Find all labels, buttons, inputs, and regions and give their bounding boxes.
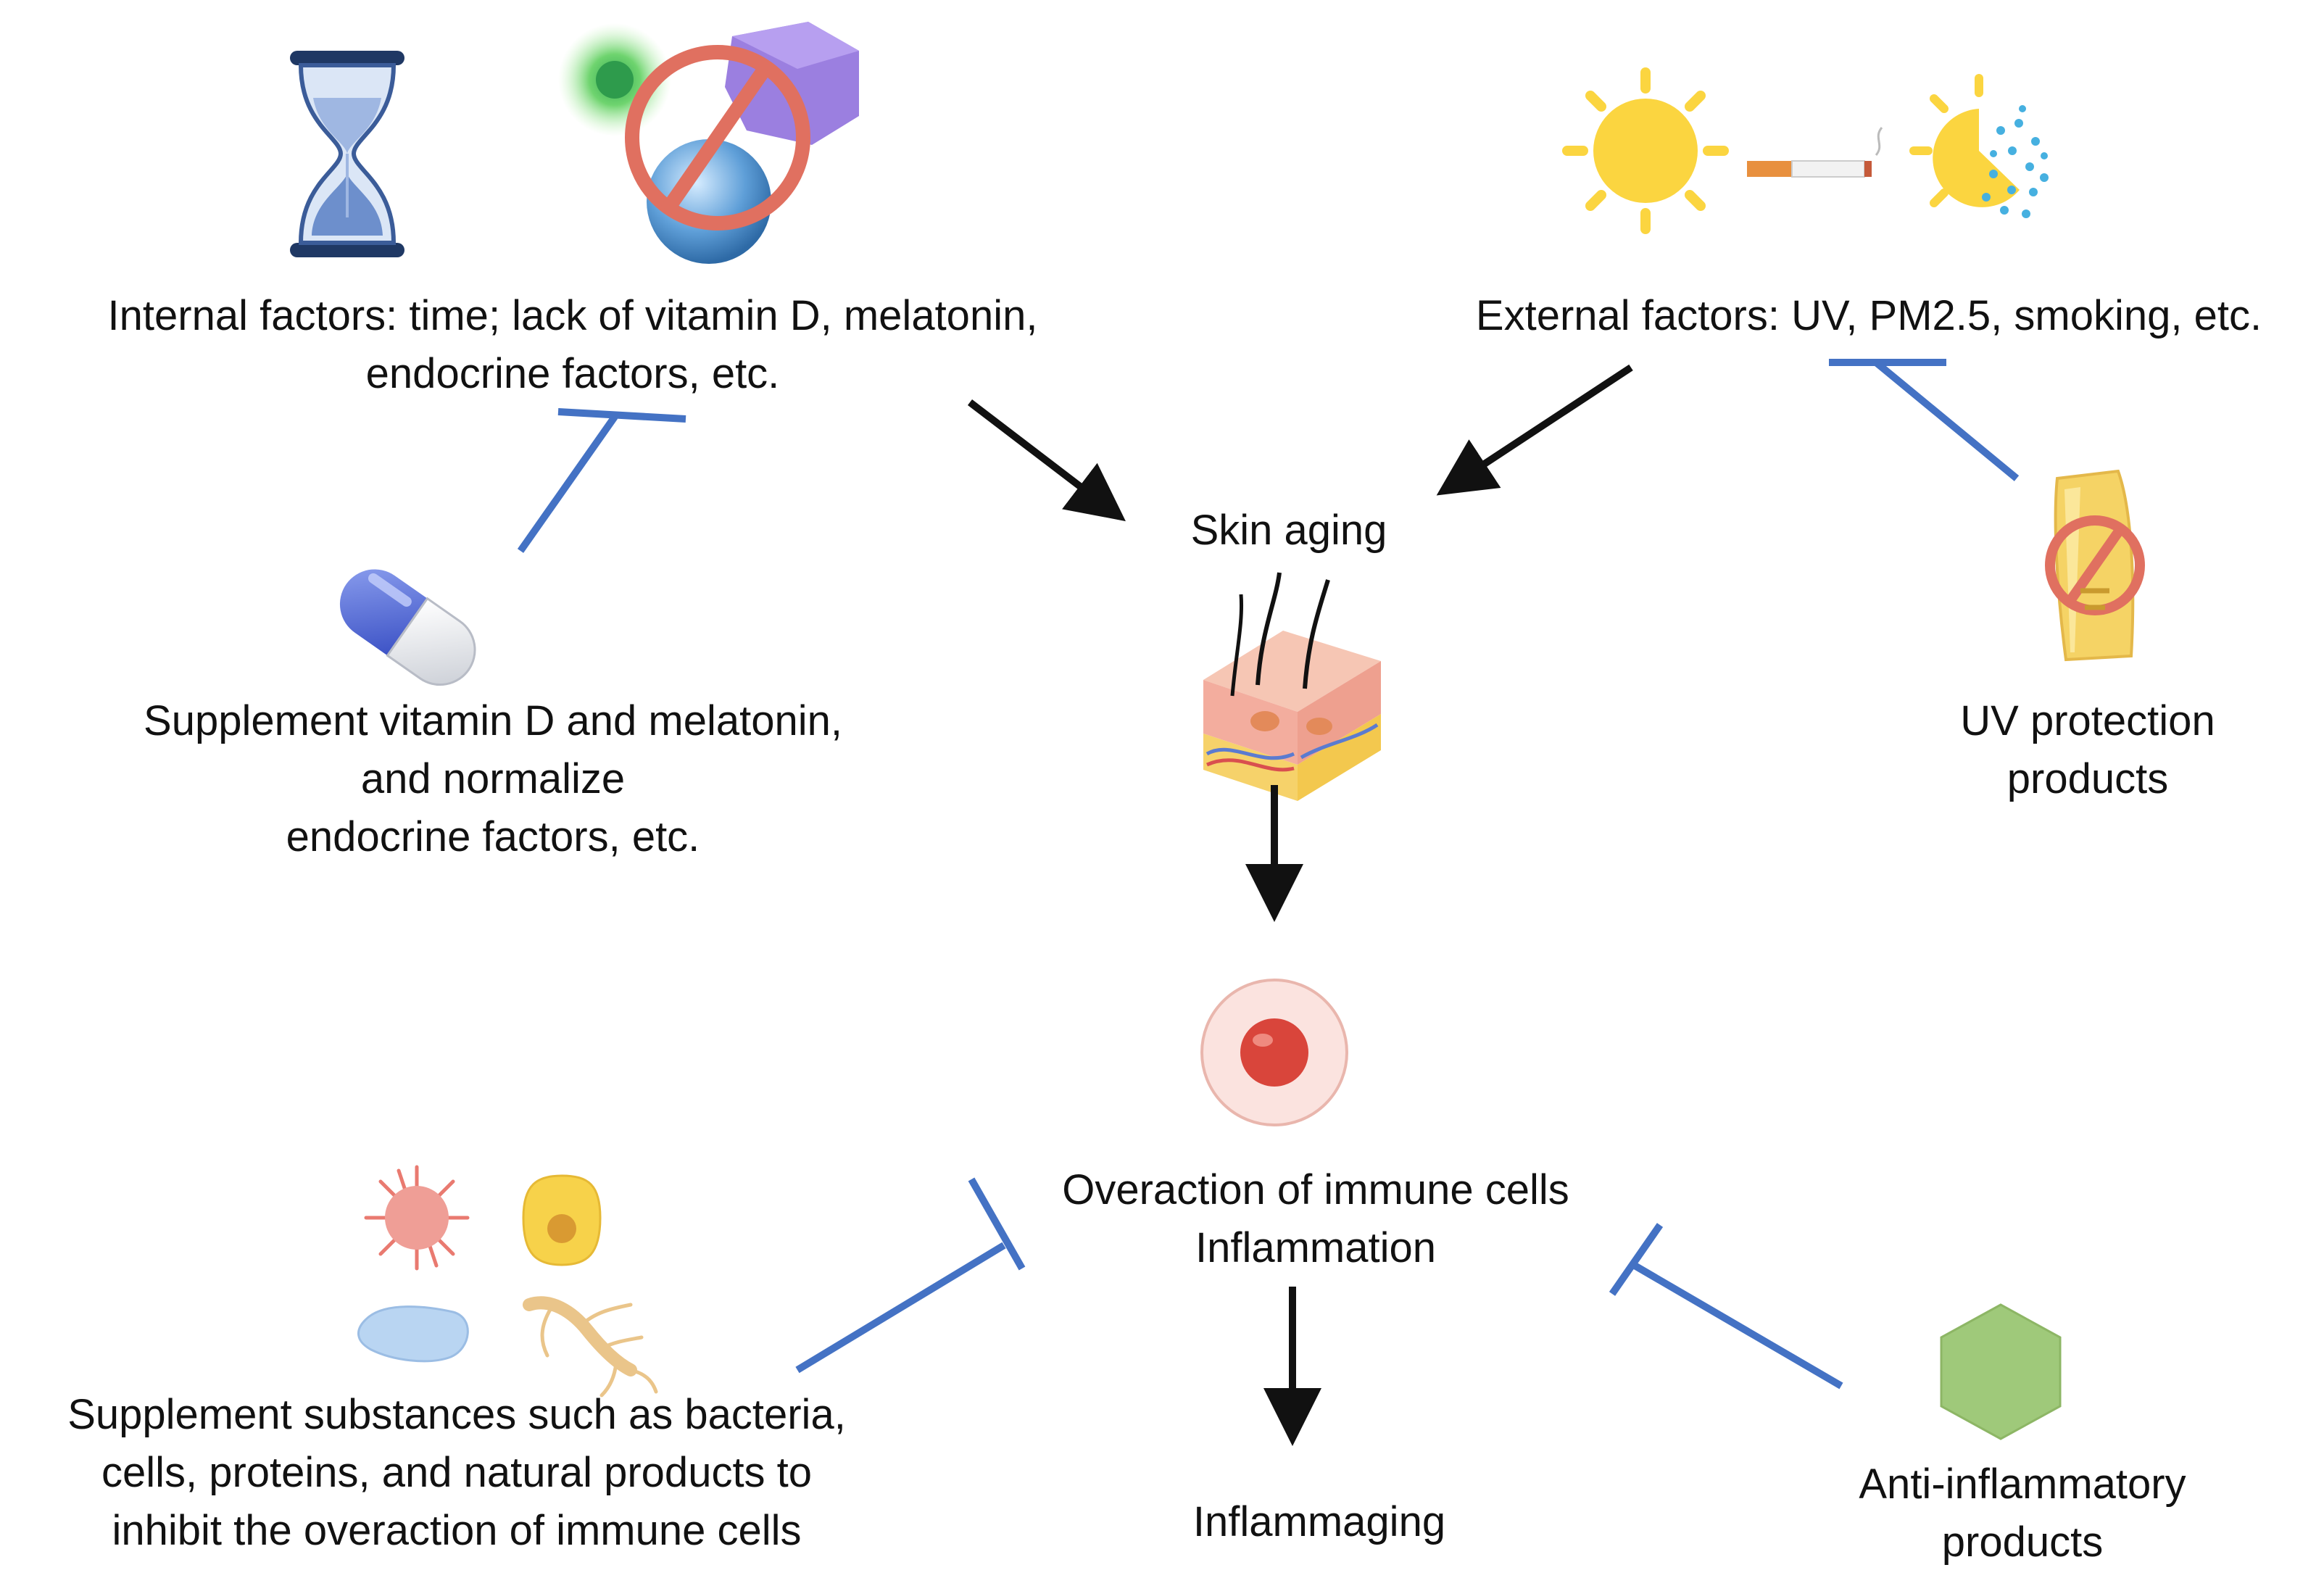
overaction-inflammation-label: Overaction of immune cells Inflammation xyxy=(997,1161,1635,1277)
inhibitor-anti-inflammatory xyxy=(1609,1223,1843,1390)
supplement-substances-label: Supplement substances such as bacteria, … xyxy=(0,1386,913,1560)
sun-icon xyxy=(1562,67,1729,234)
uv-protection-line: products xyxy=(2006,755,2169,802)
protein-icon xyxy=(357,1305,469,1363)
inhibitor-supplement-substances xyxy=(795,1177,1026,1374)
supplement-vitamin-d-line: Supplement vitamin D and melatonin, xyxy=(144,697,842,744)
anti-inflammatory-line: Anti-inflammatory xyxy=(1859,1461,2186,1508)
ginseng-icon xyxy=(523,1296,658,1398)
supplement-vitamin-d-label: Supplement vitamin D and melatonin, and … xyxy=(58,692,928,866)
supplement-vitamin-d-line: endocrine factors, etc. xyxy=(286,813,700,860)
external-factors-label: External factors: UV, PM2.5, smoking, et… xyxy=(1414,287,2324,345)
inflammaging-line: Inflammaging xyxy=(1192,1498,1446,1545)
anti-inflammatory-label: Anti-inflammatory products xyxy=(1790,1456,2254,1571)
capsule-icon xyxy=(339,569,476,686)
sunscreen-icon xyxy=(2045,469,2145,662)
hourglass-icon xyxy=(290,51,404,257)
supplement-substances-line: Supplement substances such as bacteria, xyxy=(67,1391,846,1438)
inhibitor-uv-protection xyxy=(1829,359,2020,481)
internal-factors-line: Internal factors: time; lack of vitamin … xyxy=(107,292,1038,339)
cell-icon xyxy=(522,1174,602,1266)
hexagon-product-icon xyxy=(1940,1303,2062,1440)
supplement-vitamin-d-line: and normalize xyxy=(360,755,626,802)
uv-protection-line: UV protection xyxy=(1960,697,2215,744)
no-vitamin-molecules-icon xyxy=(558,22,859,264)
internal-factors-label: Internal factors: time; lack of vitamin … xyxy=(29,287,1116,403)
supplement-substances-line: cells, proteins, and natural products to xyxy=(101,1449,813,1496)
skin-section-icon xyxy=(1203,572,1381,801)
overaction-line: Overaction of immune cells xyxy=(1062,1166,1569,1213)
supplement-substances-line: inhibit the overaction of immune cells xyxy=(112,1507,802,1554)
inflammation-line: Inflammation xyxy=(1195,1224,1437,1271)
inflammaging-label: Inflammaging xyxy=(1102,1493,1537,1551)
arrow-external-to-skin-aging xyxy=(1436,364,1633,496)
immune-cell-icon xyxy=(1200,979,1348,1126)
skin-aging-label: Skin aging xyxy=(1108,502,1470,560)
arrow-internal-to-skin-aging xyxy=(967,399,1126,522)
skin-aging-line: Skin aging xyxy=(1190,507,1387,554)
bacteria-icon xyxy=(364,1165,470,1271)
anti-inflammatory-line: products xyxy=(1941,1519,2104,1566)
uv-protection-label: UV protection products xyxy=(1870,692,2305,808)
external-factors-line: External factors: UV, PM2.5, smoking, et… xyxy=(1475,292,2262,339)
cigarette-icon xyxy=(1747,127,1883,178)
sun-particles-icon xyxy=(1909,74,2049,218)
inhibitor-supplement-vd xyxy=(517,408,686,553)
internal-factors-line: endocrine factors, etc. xyxy=(365,350,780,397)
